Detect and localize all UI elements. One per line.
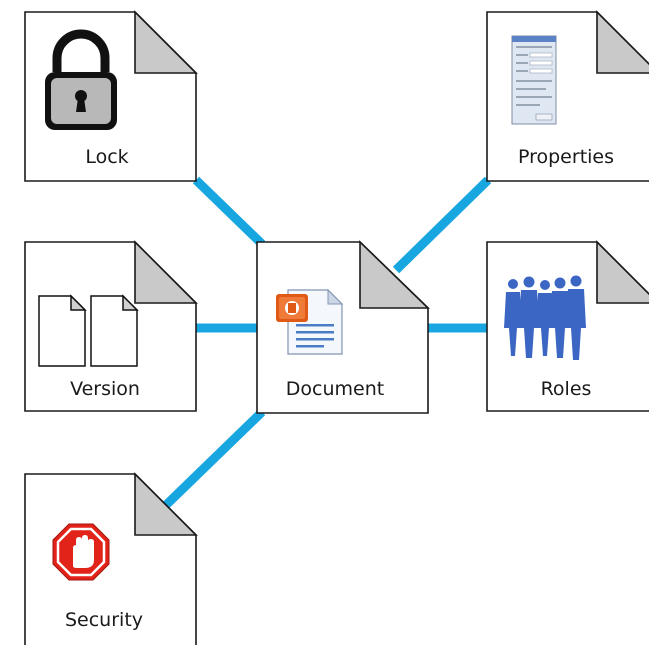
node-roles-label: Roles xyxy=(541,378,592,400)
node-lock[interactable]: Lock xyxy=(24,10,198,182)
connectors xyxy=(160,176,492,511)
node-document-label: Document xyxy=(286,378,384,400)
node-properties-label: Properties xyxy=(518,146,614,168)
node-document[interactable]: Document xyxy=(256,240,430,414)
node-properties[interactable]: Properties xyxy=(486,10,649,182)
connector-lock xyxy=(192,176,266,248)
node-roles[interactable]: Roles xyxy=(486,240,649,412)
connector-properties xyxy=(392,176,492,274)
node-security-label: Security xyxy=(65,609,143,631)
padlock-icon xyxy=(45,29,117,130)
stop-hand-icon xyxy=(52,523,110,581)
connector-security xyxy=(160,408,266,511)
node-version-label: Version xyxy=(70,378,140,400)
people-group-icon xyxy=(504,275,586,360)
word-document-icon xyxy=(276,288,344,355)
version-pages-icon xyxy=(38,294,139,367)
node-lock-label: Lock xyxy=(85,146,128,168)
properties-dialog-icon xyxy=(511,35,557,125)
node-security[interactable]: Security xyxy=(24,472,198,645)
node-version[interactable]: Version xyxy=(24,240,198,412)
